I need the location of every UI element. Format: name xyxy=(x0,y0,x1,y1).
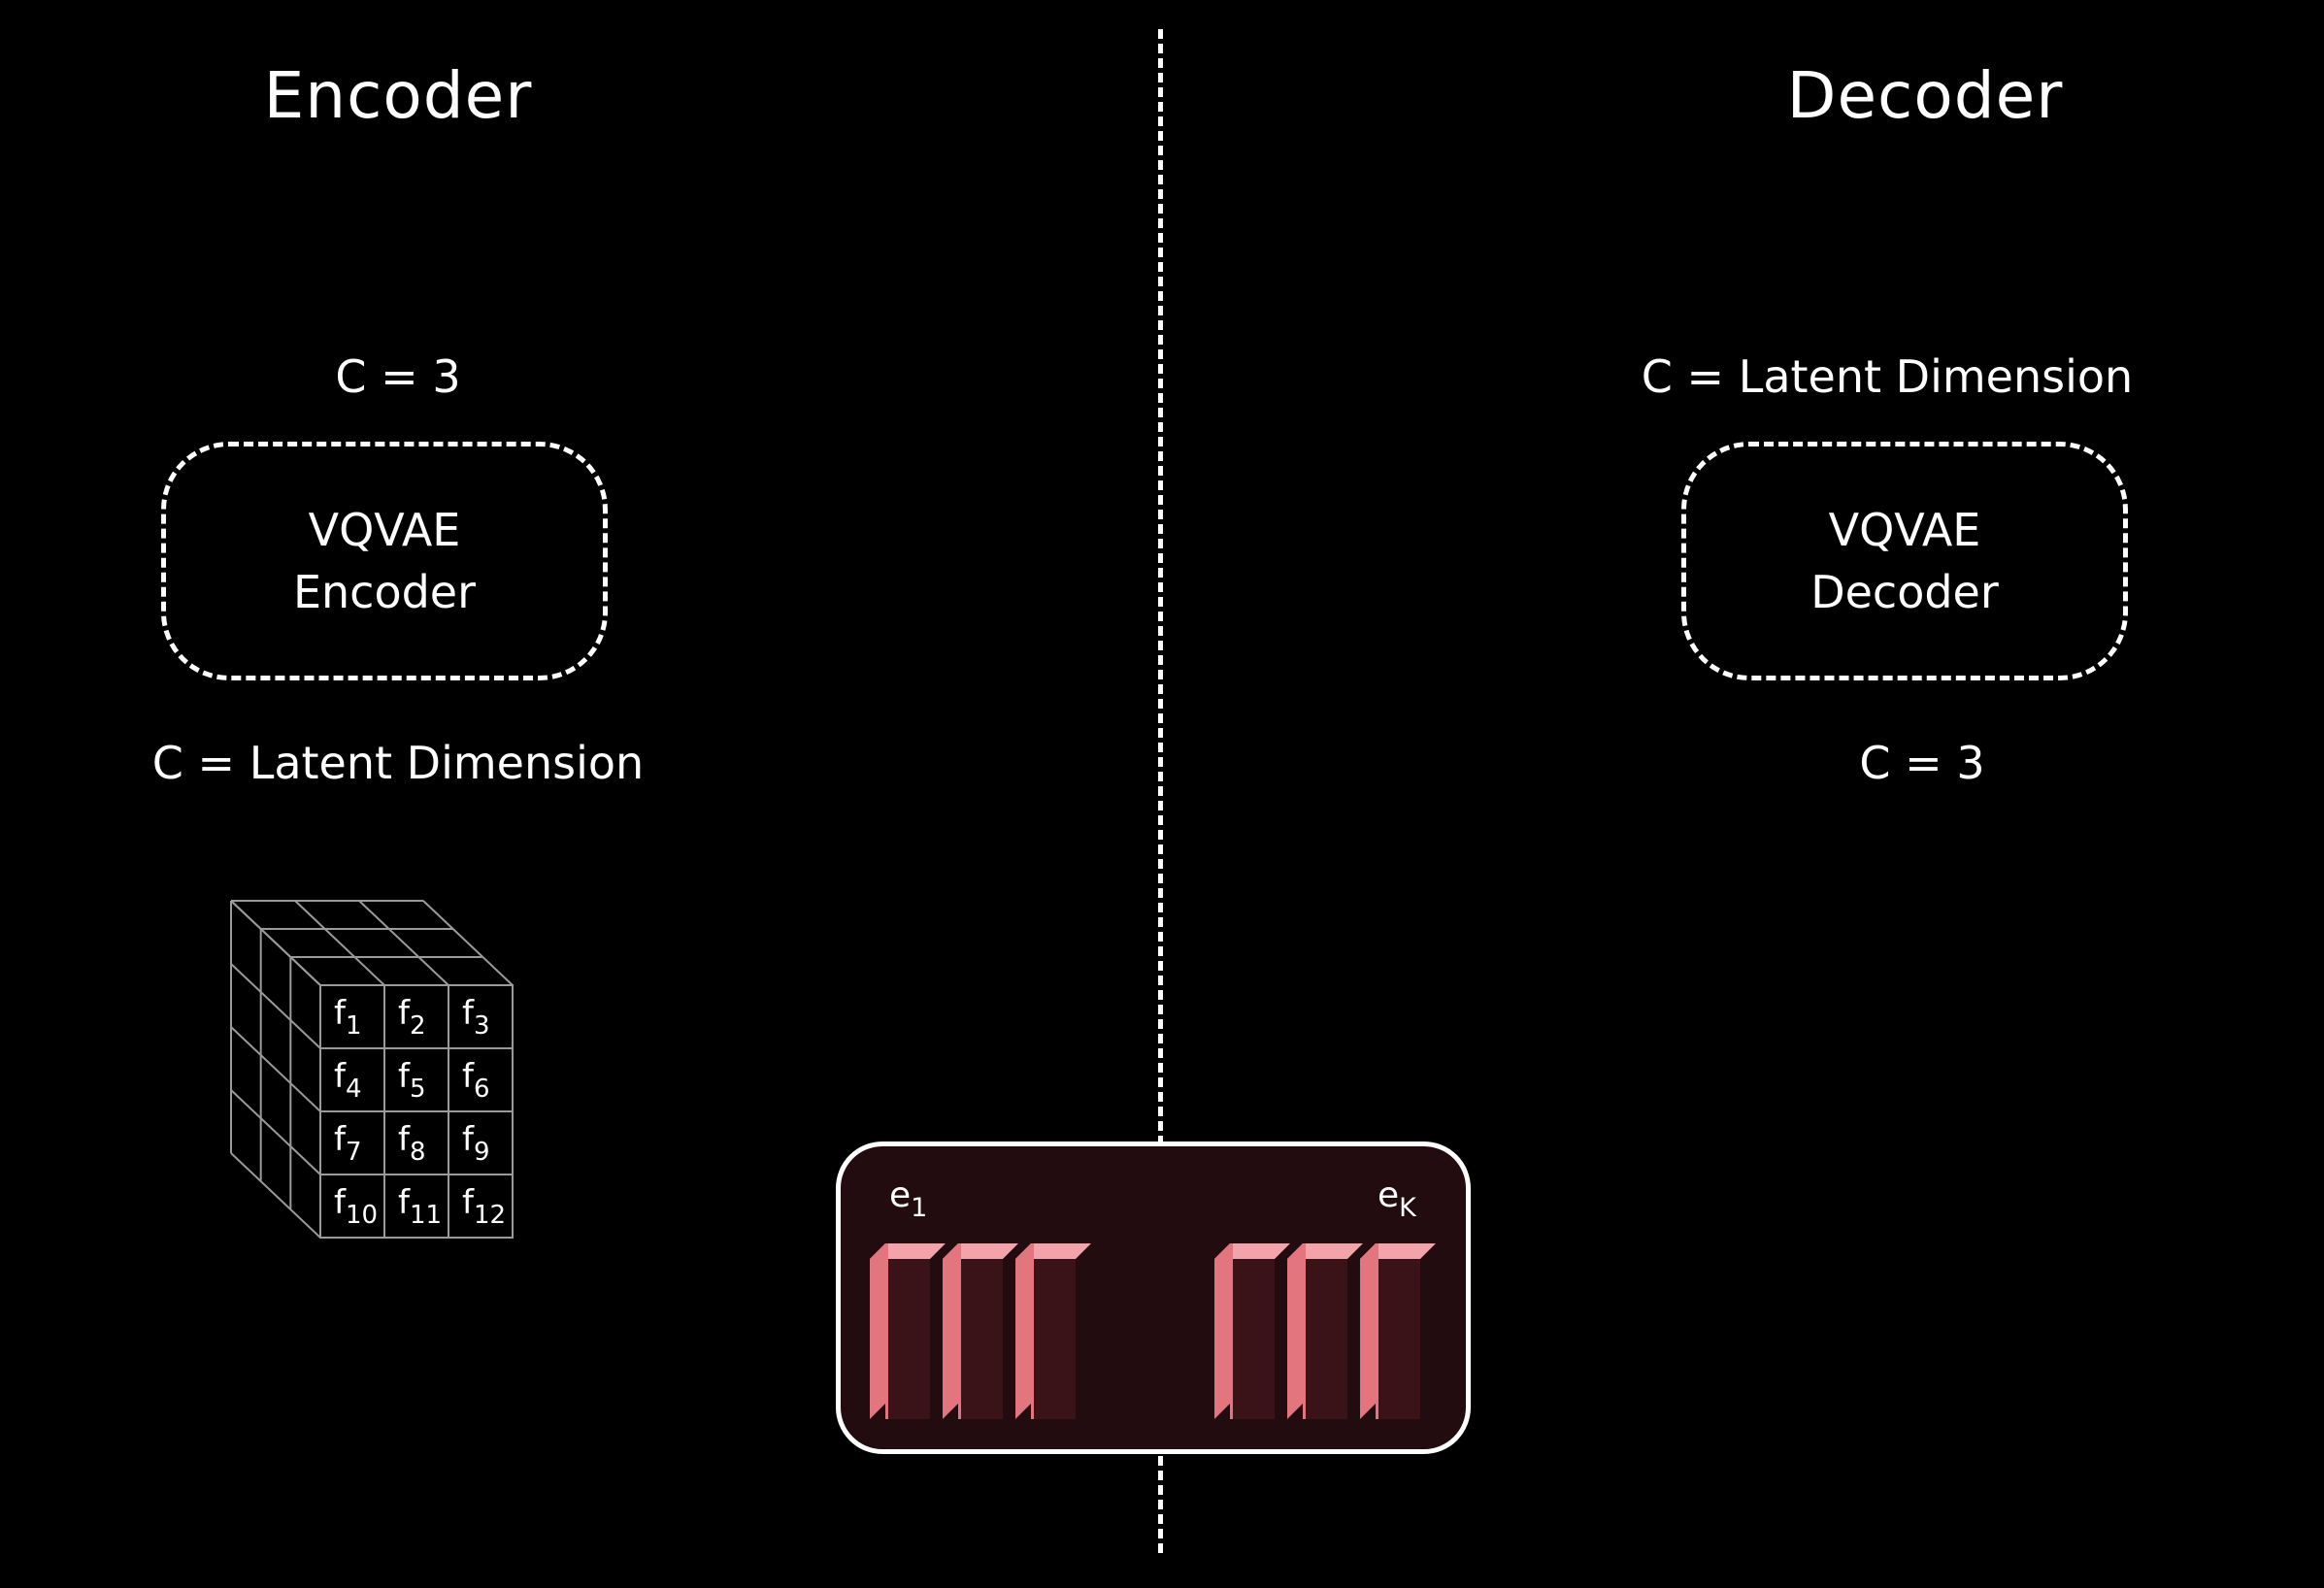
feature-cell-label: f5 xyxy=(398,1057,426,1104)
section-divider xyxy=(1158,29,1163,1553)
codebook-vector-bar xyxy=(1015,1243,1091,1419)
feature-cell-label: f7 xyxy=(334,1120,362,1167)
decoder-title: Decoder xyxy=(1786,58,2064,133)
feature-cell-label: f12 xyxy=(462,1183,506,1230)
vqvae-encoder-block: VQVAE Encoder xyxy=(161,442,608,680)
feature-cell-label: f10 xyxy=(334,1183,378,1230)
vqvae-decoder-block: VQVAE Decoder xyxy=(1681,442,2128,680)
encoder-input-channels: C = 3 xyxy=(335,350,461,403)
feature-cell-label: f3 xyxy=(462,994,490,1041)
feature-cell-label: f11 xyxy=(398,1183,442,1230)
feature-cell-label: f1 xyxy=(334,994,362,1041)
codebook-panel: e1 eK xyxy=(836,1141,1471,1454)
codebook-vector-bar xyxy=(943,1243,1018,1419)
decoder-input-channels: C = Latent Dimension xyxy=(1641,350,2134,403)
codebook-last-label: eK xyxy=(1378,1175,1417,1223)
encoder-output-channels: C = Latent Dimension xyxy=(151,737,645,789)
codebook-vector-bar xyxy=(1287,1243,1363,1419)
codebook-first-label: e1 xyxy=(889,1175,927,1223)
codebook-vector-bar xyxy=(870,1243,946,1419)
decoder-block-line2: Decoder xyxy=(1810,566,1999,618)
codebook-vectors: e1 eK xyxy=(870,1175,1436,1419)
feature-cell-label: f8 xyxy=(398,1120,426,1167)
feature-cell-label: f6 xyxy=(462,1057,490,1104)
feature-map-cube: f1 f2 f3 f4 f5 f6 f7 f8 f9 f10 f11 f12 xyxy=(230,900,514,1239)
feature-cell-label: f9 xyxy=(462,1120,490,1167)
encoder-title: Encoder xyxy=(263,58,533,133)
encoder-block-line2: Encoder xyxy=(292,566,477,618)
decoder-block-line1: VQVAE xyxy=(1828,504,1981,556)
feature-cell-label: f2 xyxy=(398,994,426,1041)
decoder-output-channels: C = 3 xyxy=(1859,737,1985,789)
encoder-block-line1: VQVAE xyxy=(308,504,461,556)
codebook-vector-bar xyxy=(1360,1243,1436,1419)
feature-cell-label: f4 xyxy=(334,1057,362,1104)
codebook-vector-bar xyxy=(1214,1243,1290,1419)
